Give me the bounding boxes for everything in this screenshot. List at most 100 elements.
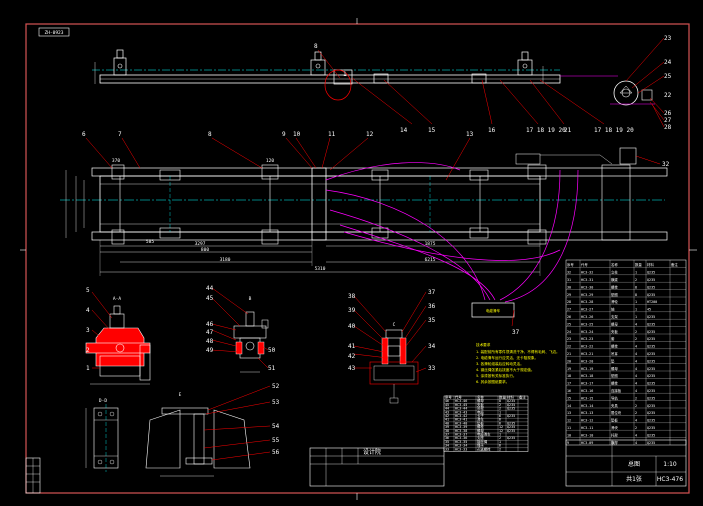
bom-cell: HC3-14	[581, 404, 593, 408]
bom-cell: 20	[567, 359, 571, 363]
bom-cell: HC3-41	[455, 418, 467, 422]
bom-cell: Q235	[647, 285, 655, 289]
leader-label: 9	[282, 131, 286, 138]
bom-cell: Q235	[507, 399, 515, 403]
bom-cell: Q235	[647, 426, 655, 430]
bom-cell: 4	[635, 359, 637, 363]
bom-cell: 41	[445, 418, 449, 422]
detail-b-labels: 44 45 46 47 48 49 50 51	[206, 285, 276, 372]
bom-cell: 2	[635, 330, 637, 334]
bom-cell: 横撑	[611, 440, 618, 445]
bom-cell: 45	[445, 403, 449, 407]
bom-cell: 34	[445, 444, 449, 448]
bom-cell: Q235	[647, 404, 655, 408]
note-line: 4. 钢丝绳张紧后挠度不大于规定值。	[476, 367, 534, 372]
bom-cell: 4	[635, 382, 637, 386]
leader-label: 40	[348, 323, 356, 330]
bom-cell: 36	[445, 436, 449, 440]
bom-cell: 15	[567, 396, 571, 400]
plan-view-leaders	[85, 137, 661, 181]
bom-cell: HC3-23	[581, 337, 593, 341]
leader-label: 52	[272, 383, 280, 390]
bom-cell: 19	[567, 367, 571, 371]
bom-cell: HC3-12	[581, 419, 593, 423]
bom-header-cell: 数量	[499, 395, 506, 400]
leader-label: 42	[348, 353, 356, 360]
bom-cell: Q235	[647, 293, 655, 297]
bom-cell: 螺母	[611, 321, 618, 326]
leader-label: 26	[664, 110, 672, 117]
bom-cell: Q235	[507, 421, 515, 425]
leader-label: 14	[400, 127, 408, 134]
bom-cell: 4	[635, 352, 637, 356]
leader-label: 49	[206, 347, 214, 354]
leader-label: 48	[206, 338, 214, 345]
bom-cell: 螺栓	[611, 381, 618, 386]
bom-cell: 导轨	[611, 395, 618, 400]
bom-cell: HC3-36	[455, 436, 467, 440]
leader-label: 4	[86, 307, 90, 314]
leader-label: 17 18 19 20	[594, 127, 634, 134]
dim-label: 3297	[195, 241, 206, 247]
bom-cell: 1	[635, 308, 637, 312]
top-tag: ZH-0923	[45, 30, 64, 36]
bom-cell: 夹板	[477, 402, 484, 407]
bom-cell: HC3-24	[581, 330, 593, 334]
detail-d: D-D	[85, 398, 119, 472]
bom-cell: 4	[635, 419, 637, 423]
bom-cell: Q235	[647, 337, 655, 341]
bom-cell: 23	[567, 337, 571, 341]
detail-c-labels: 38 39 40 41 42 43 37 36 35 34 33	[348, 289, 436, 372]
drawing-frame: ZH-0923	[20, 18, 697, 500]
bom-cell: 35	[445, 440, 449, 444]
bom-cell: 滑车	[477, 417, 484, 422]
bom-cell: 垫圈	[611, 292, 618, 297]
bom-cell: 2	[635, 278, 637, 282]
note-line: 1. 装配前所有零件须清洗干净，不得有毛刺、飞边。	[476, 349, 560, 354]
detail-a-labels: 5 4 3 2 1	[86, 287, 90, 372]
bom-cell: 花篮螺栓	[477, 446, 491, 451]
drawing-number: HC3-476	[657, 476, 683, 483]
bom-cell: 2	[499, 407, 501, 411]
leader-label: 53	[272, 399, 280, 406]
bom-cell: HC3-25	[581, 322, 593, 326]
bom-header-cell: 材料	[647, 262, 654, 267]
bom-cell: 2	[499, 403, 501, 407]
bom-cell: 25	[567, 322, 571, 326]
leader-label: 6	[82, 131, 86, 138]
top-view-labels: 8 1 14 15 16 17 18 19 20 21 17 18 19 20 …	[314, 35, 672, 134]
bom-cell: 夹板	[611, 329, 618, 334]
bom-cell: 16	[567, 389, 571, 393]
leader-label: 16	[488, 127, 496, 134]
bom-cell: 33	[445, 447, 449, 451]
leader-label: 51	[268, 365, 276, 372]
bom-cell: 垫圈	[611, 373, 618, 378]
bom-cell: 40	[445, 421, 449, 425]
bom-cell: 螺母	[477, 428, 484, 433]
scale-label: 1:10	[663, 461, 677, 468]
bom-cell: 螺母	[611, 366, 618, 371]
bom-frame	[443, 395, 529, 452]
bom-cell: 17	[567, 382, 571, 386]
bom-header-cell: 序号	[445, 395, 452, 400]
bom-cell: HC3-15	[581, 396, 593, 400]
bom-cell: HC3-28	[581, 300, 593, 304]
bom-cell: HC3-30	[581, 285, 593, 289]
bom-cell: HC3-44	[455, 407, 467, 411]
bom-cell: Q235	[647, 433, 655, 437]
bom-cell: 限位块	[611, 410, 622, 415]
detail-c-leaders	[353, 291, 427, 373]
bom-cell: 12	[499, 429, 503, 433]
bom-cell: 支座	[477, 435, 484, 440]
bom-cell: HC3-27	[581, 308, 593, 312]
bom-cell: Q235	[647, 352, 655, 356]
bom-cell: Q235	[507, 425, 515, 429]
bom-cell: 6	[499, 414, 501, 418]
dim-label: 1875	[425, 241, 436, 247]
detail-d-labels: 52 53 54 55 56	[272, 383, 280, 456]
bom-cell: HC3-46	[455, 399, 467, 403]
bom-cell: 2	[499, 447, 501, 451]
leader-label: 21	[564, 127, 572, 134]
plan-view-labels: 6 7 8 9 10 11 12 13 32	[82, 131, 670, 168]
bom-cell: HC3-19	[581, 367, 593, 371]
